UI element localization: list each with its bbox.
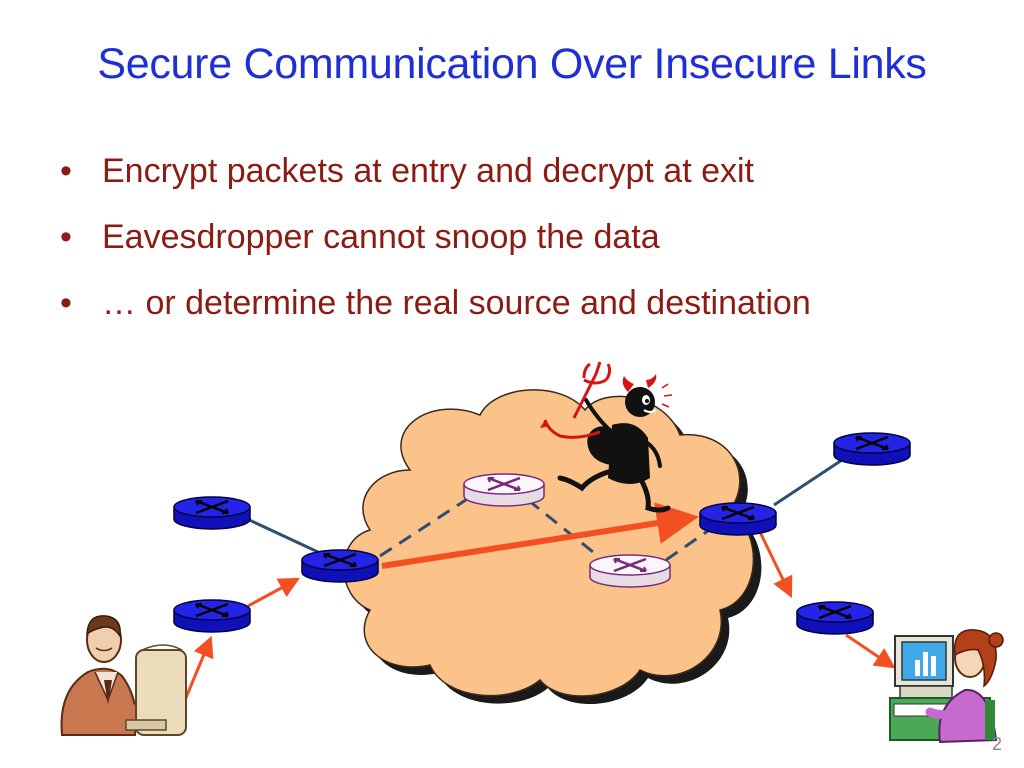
- cloud-shape: [343, 389, 762, 705]
- encrypted-tunnel-arrow: [381, 502, 699, 569]
- bullet-item: • Eavesdropper cannot snoop the data: [58, 214, 811, 280]
- router-icon: [698, 501, 778, 537]
- bullet-dot: •: [60, 152, 72, 190]
- dashed-link: [379, 490, 479, 558]
- path-arrow: [247, 577, 300, 608]
- bullet-dot: •: [60, 284, 72, 322]
- bullet-item: • … or determine the real source and dest…: [58, 280, 811, 346]
- woman-at-computer-icon: [889, 629, 1004, 744]
- router-icon: [588, 553, 672, 589]
- link-line: [773, 456, 846, 507]
- bullet-text: Encrypt packets at entry and decrypt at …: [102, 152, 754, 190]
- router-icon: [172, 598, 252, 634]
- page-number: 2: [991, 734, 1002, 754]
- bullet-item: • Encrypt packets at entry and decrypt at…: [58, 148, 811, 214]
- router-icon: [832, 431, 912, 467]
- slide-title: Secure Communication Over Insecure Links: [97, 40, 927, 88]
- bullet-text: … or determine the real source and desti…: [102, 284, 811, 322]
- man-at-computer-icon: [60, 615, 187, 736]
- link-line: [244, 516, 319, 554]
- path-arrow: [845, 633, 896, 669]
- router-icon: [795, 600, 875, 636]
- router-icon: [462, 472, 546, 508]
- devil-eavesdropper-icon: [540, 361, 673, 513]
- bullet-list: • Encrypt packets at entry and decrypt at…: [58, 148, 811, 346]
- bullet-dot: •: [60, 218, 72, 256]
- router-icon: [300, 548, 380, 584]
- dashed-link: [527, 498, 599, 558]
- path-arrow: [758, 531, 793, 599]
- bullet-text: Eavesdropper cannot snoop the data: [102, 218, 660, 256]
- path-arrow: [183, 635, 214, 701]
- router-icon: [172, 495, 252, 531]
- dashed-link: [665, 526, 713, 562]
